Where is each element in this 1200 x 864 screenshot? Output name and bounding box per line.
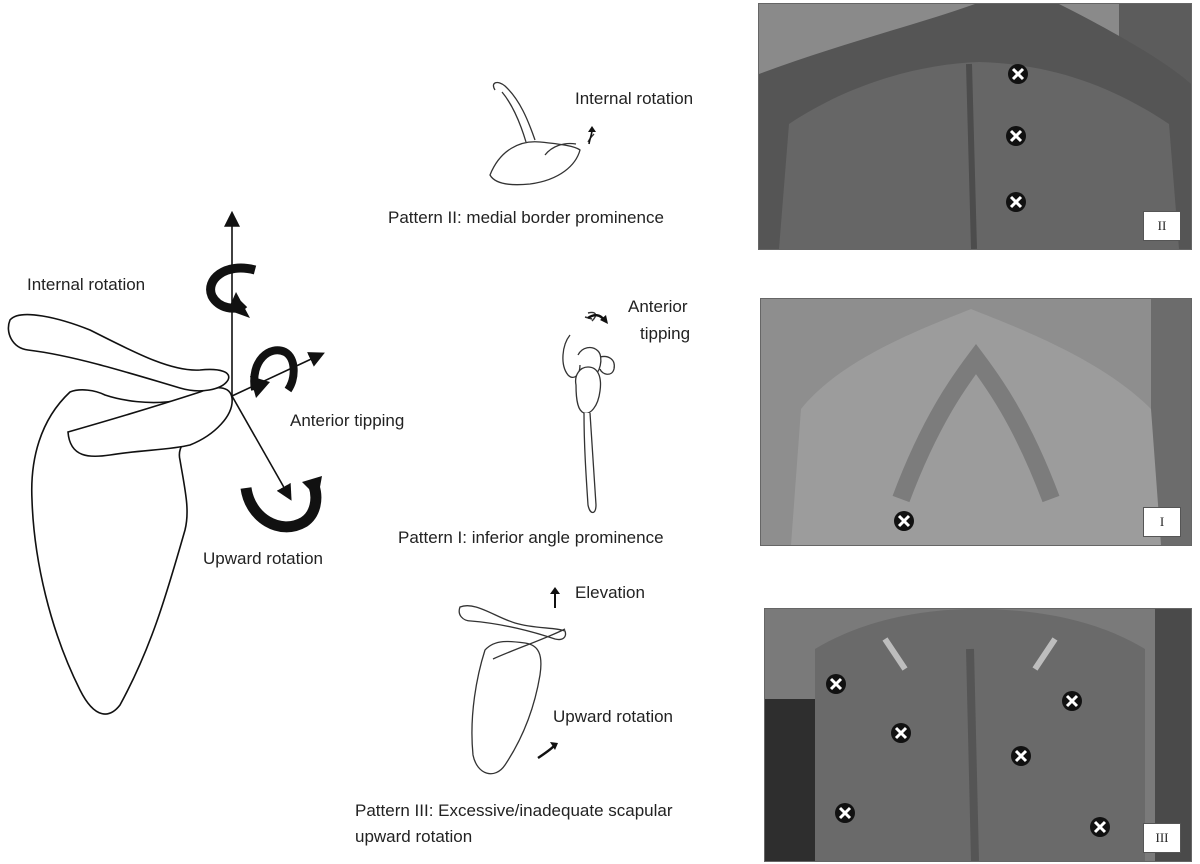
left-anterior-tipping-label: Anterior tipping (290, 411, 405, 430)
pattern2-caption: Pattern II: medial border prominence (388, 208, 664, 227)
pattern1-motion-label-line2: tipping (640, 324, 691, 343)
pattern1-photo-tag: I (1143, 507, 1181, 537)
pattern1-caption: Pattern I: inferior angle prominence (398, 528, 664, 547)
pattern2-marker-3 (1006, 192, 1026, 212)
pattern3-marker-5 (1011, 746, 1031, 766)
pattern2-marker-2 (1006, 126, 1026, 146)
upward-rotation-arrow-icon (240, 484, 322, 533)
pattern3-elevation-label: Elevation (575, 583, 645, 602)
left-upward-rotation-label: Upward rotation (203, 549, 324, 568)
pattern1-photo: I (760, 298, 1192, 546)
pattern1-tipping-arrow-icon (587, 314, 608, 324)
pattern3-marker-1 (826, 674, 846, 694)
pattern3-caption-line1: Pattern III: Excessive/inadequate scapul… (355, 801, 673, 820)
scapula-coracoid (7, 313, 230, 392)
pattern2-photo-tag: II (1143, 211, 1181, 241)
pattern3-marker-3 (835, 803, 855, 823)
pattern3-marker-4 (1062, 691, 1082, 711)
scapula-axes-diagram (7, 210, 325, 715)
pattern2-photo: II (758, 3, 1192, 250)
pattern3-marker-2 (891, 723, 911, 743)
pattern3-marker-6 (1090, 817, 1110, 837)
pattern3-upward-arrow-icon (537, 742, 558, 759)
pattern1-marker-1 (894, 511, 914, 531)
pattern3-upward-label: Upward rotation (553, 707, 674, 726)
pattern3-scapula-sketch (458, 605, 567, 775)
pattern2-rotation-arrow-icon (588, 126, 596, 145)
pattern3-photo-tag: III (1143, 823, 1181, 853)
pattern3-caption-line2: upward rotation (355, 827, 473, 846)
pattern2-marker-1 (1008, 64, 1028, 84)
pattern2-motion-label: Internal rotation (575, 89, 694, 108)
left-internal-rotation-label: Internal rotation (27, 275, 146, 294)
pattern1-scapula-sketch (562, 311, 615, 514)
anterior-tipping-arrow-icon (250, 346, 298, 393)
pattern1-motion-label-line1: Anterior (628, 297, 688, 316)
elevation-arrow-icon (550, 587, 560, 608)
pattern3-photo: III (764, 608, 1192, 862)
scapula-spine (67, 387, 233, 458)
scapula-body (30, 389, 212, 715)
